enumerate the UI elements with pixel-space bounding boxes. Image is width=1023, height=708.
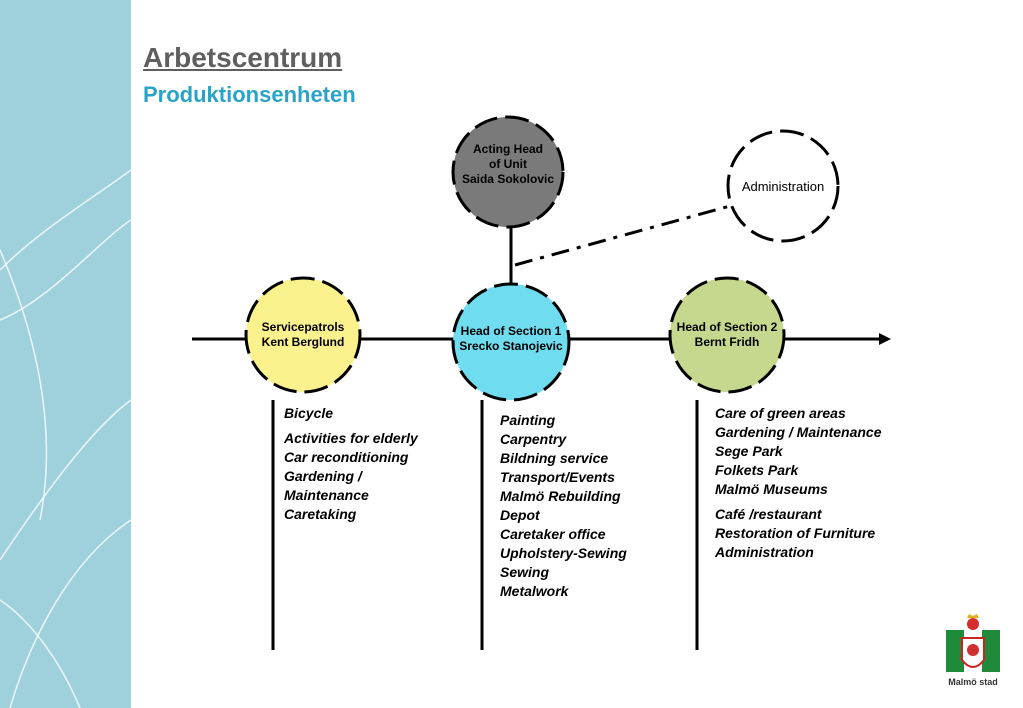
node-servicepatrols <box>244 276 362 394</box>
label-line: of Unit <box>489 157 527 171</box>
label-line: Saida Sokolovic <box>461 172 555 186</box>
list-item: Gardening / <box>284 468 362 484</box>
label-line: Kent Berglund <box>261 335 345 349</box>
list-item: Caretaker office <box>500 526 606 542</box>
list-item: Folkets Park <box>715 462 799 478</box>
label-line: Head of Section 2 <box>676 320 778 334</box>
node-head-section-1 <box>451 282 571 402</box>
list-item: Activities for elderly <box>284 430 418 446</box>
list-section1: Painting Carpentry Bildning service Tran… <box>500 411 627 601</box>
logo-griffin <box>967 644 979 656</box>
list-item: Metalwork <box>500 583 569 599</box>
logo-green-left <box>946 630 964 672</box>
label-acting-head-unit: Acting Head of Unit Saida Sokolovic <box>448 142 568 187</box>
malmo-stad-logo <box>946 614 1000 672</box>
list-item: Gardening / Maintenance <box>715 424 882 440</box>
list-item: Upholstery-Sewing <box>500 545 627 561</box>
list-item: Malmö Rebuilding <box>500 488 621 504</box>
label-servicepatrols: Servicepatrols Kent Berglund <box>243 320 363 350</box>
list-item: Transport/Events <box>500 469 615 485</box>
decorative-sidebar <box>0 0 131 708</box>
list-item: Depot <box>500 507 540 523</box>
label-line: Head of Section 1 <box>460 324 562 338</box>
label-head-section-1: Head of Section 1 Srecko Stanojevic <box>448 324 574 354</box>
label-line: Acting Head <box>472 142 543 156</box>
list-section2: Care of green areas Gardening / Maintena… <box>715 404 881 562</box>
list-item: Car reconditioning <box>284 449 409 465</box>
arrow-head <box>879 333 891 345</box>
label-administration: Administration <box>741 179 825 194</box>
label-line: Servicepatrols <box>261 320 345 334</box>
list-item: Carpentry <box>500 431 567 447</box>
logo-text: Malmö stad <box>948 677 998 687</box>
list-item: Restoration of Furniture <box>715 525 876 541</box>
list-item: Malmö Museums <box>715 481 828 497</box>
list-item: Sege Park <box>715 443 783 459</box>
connector-to-administration <box>514 204 731 267</box>
node-head-section-2 <box>668 276 786 394</box>
list-item: Painting <box>500 412 556 428</box>
logo-green-right <box>982 630 1000 672</box>
node-administration <box>726 129 840 243</box>
list-item: Caretaking <box>284 506 357 522</box>
label-line: Srecko Stanojevic <box>459 339 563 353</box>
list-item: Bildning service <box>500 450 609 466</box>
logo-crown <box>967 614 979 618</box>
list-servicepatrols: Bicycle Activities for elderly Car recon… <box>284 404 418 524</box>
list-item: Administration <box>715 544 814 560</box>
list-item: Care of green areas <box>715 405 846 421</box>
list-item: Maintenance <box>284 487 369 503</box>
page-subtitle: Produktionsenheten <box>143 82 356 107</box>
label-head-section-2: Head of Section 2 Bernt Fridh <box>664 320 790 350</box>
list-item: Bicycle <box>284 405 334 421</box>
list-item: Café /restaurant <box>715 506 822 522</box>
label-line: Bernt Fridh <box>694 335 760 349</box>
sidebar-wave-pattern <box>0 169 131 708</box>
list-item: Sewing <box>500 564 550 580</box>
logo-crest <box>967 618 979 630</box>
node-acting-head-unit <box>451 115 565 229</box>
page-title: Arbetscentrum <box>143 42 343 73</box>
